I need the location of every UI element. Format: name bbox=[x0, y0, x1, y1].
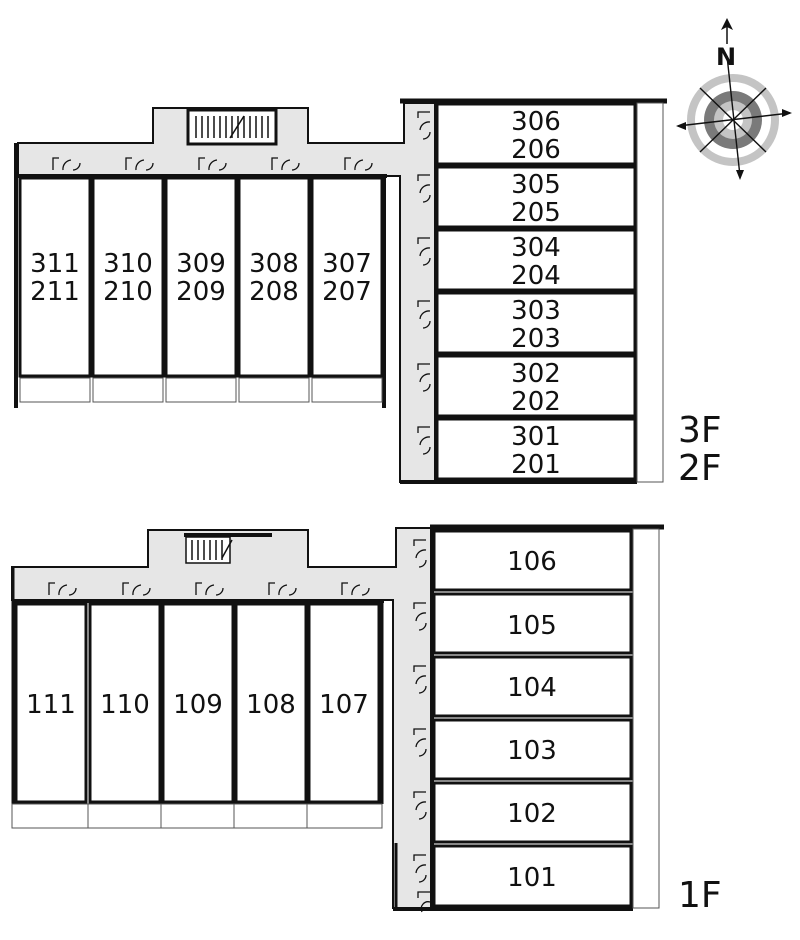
unit-305-205: 305 205 bbox=[435, 165, 637, 229]
unit-111: 111 bbox=[11, 602, 89, 829]
unit-103: 103 bbox=[432, 718, 633, 781]
unit-number-upper: 303 bbox=[511, 296, 561, 326]
unit-number-upper: 307 bbox=[322, 249, 372, 279]
unit-108: 108 bbox=[233, 602, 308, 829]
unit-number-lower: 210 bbox=[103, 277, 153, 307]
unit-106: 106 bbox=[432, 529, 633, 592]
compass-icon: N bbox=[676, 18, 792, 180]
unit-110: 110 bbox=[87, 602, 162, 829]
unit-107: 107 bbox=[306, 602, 383, 829]
unit-302-202: 302 202 bbox=[435, 354, 637, 418]
upper-stairs bbox=[186, 108, 278, 146]
floor-label-3f: 3F bbox=[678, 410, 722, 451]
unit-number-lower: 211 bbox=[30, 277, 80, 307]
unit-number: 101 bbox=[507, 863, 557, 893]
unit-number-lower: 209 bbox=[176, 277, 226, 307]
unit-number: 104 bbox=[507, 673, 557, 703]
unit-number-lower: 201 bbox=[511, 450, 561, 480]
unit-number: 106 bbox=[507, 547, 557, 577]
upper-east-units: 306 206 305 205 304 204 303 203 302 bbox=[400, 101, 664, 484]
unit-105: 105 bbox=[432, 592, 633, 655]
unit-311-211: 311 211 bbox=[18, 176, 92, 403]
unit-number-upper: 311 bbox=[30, 249, 80, 279]
unit-301-201: 301 201 bbox=[435, 417, 637, 481]
unit-309-209: 309 209 bbox=[164, 176, 238, 403]
unit-308-208: 308 208 bbox=[237, 176, 311, 403]
unit-number: 110 bbox=[100, 690, 150, 720]
unit-number-lower: 203 bbox=[511, 324, 561, 354]
unit-number-lower: 202 bbox=[511, 387, 561, 417]
unit-number-upper: 304 bbox=[511, 233, 561, 263]
unit-number-upper: 302 bbox=[511, 359, 561, 389]
north-label: N bbox=[716, 43, 736, 71]
unit-number-lower: 205 bbox=[511, 198, 561, 228]
unit-303-203: 303 203 bbox=[435, 291, 637, 355]
door-icon bbox=[413, 539, 431, 913]
unit-number-lower: 206 bbox=[511, 135, 561, 165]
unit-304-204: 304 204 bbox=[435, 228, 637, 292]
unit-104: 104 bbox=[432, 655, 633, 718]
unit-310-210: 310 210 bbox=[91, 176, 165, 403]
unit-number-lower: 204 bbox=[511, 261, 561, 291]
unit-102: 102 bbox=[432, 781, 633, 844]
unit-number-upper: 306 bbox=[511, 107, 561, 137]
unit-number-upper: 310 bbox=[103, 249, 153, 279]
door-icon bbox=[48, 582, 370, 596]
floor-label-1f: 1F bbox=[678, 875, 722, 916]
unit-101: 101 bbox=[432, 844, 633, 908]
upper-block: 311 211 310 210 309 209 308 208 bbox=[14, 98, 722, 489]
unit-number: 111 bbox=[26, 690, 76, 720]
lower-corridor bbox=[11, 527, 433, 909]
unit-109: 109 bbox=[160, 602, 235, 829]
lower-block: 111 110 109 108 107 bbox=[11, 524, 722, 916]
unit-number-lower: 207 bbox=[322, 277, 372, 307]
floor-label-2f: 2F bbox=[678, 448, 722, 489]
unit-number-upper: 301 bbox=[511, 422, 561, 452]
unit-number-upper: 308 bbox=[249, 249, 299, 279]
upper-west-units: 311 211 310 210 309 209 308 208 bbox=[14, 143, 387, 408]
unit-number: 103 bbox=[507, 736, 557, 766]
unit-306-206: 306 206 bbox=[435, 102, 637, 166]
unit-number: 109 bbox=[173, 690, 223, 720]
lower-west-units: 111 110 109 108 107 bbox=[11, 567, 384, 829]
unit-number: 105 bbox=[507, 611, 557, 641]
unit-number: 107 bbox=[319, 690, 369, 720]
unit-307-207: 307 207 bbox=[310, 176, 384, 403]
door-icon bbox=[417, 111, 431, 455]
unit-number: 108 bbox=[246, 690, 296, 720]
unit-number: 102 bbox=[507, 799, 557, 829]
unit-number-upper: 309 bbox=[176, 249, 226, 279]
lower-stairs bbox=[184, 533, 272, 564]
lower-east-units: 106 105 104 103 102 101 bbox=[393, 527, 660, 913]
unit-number-upper: 305 bbox=[511, 170, 561, 200]
door-icon bbox=[52, 157, 373, 171]
unit-number-lower: 208 bbox=[249, 277, 299, 307]
